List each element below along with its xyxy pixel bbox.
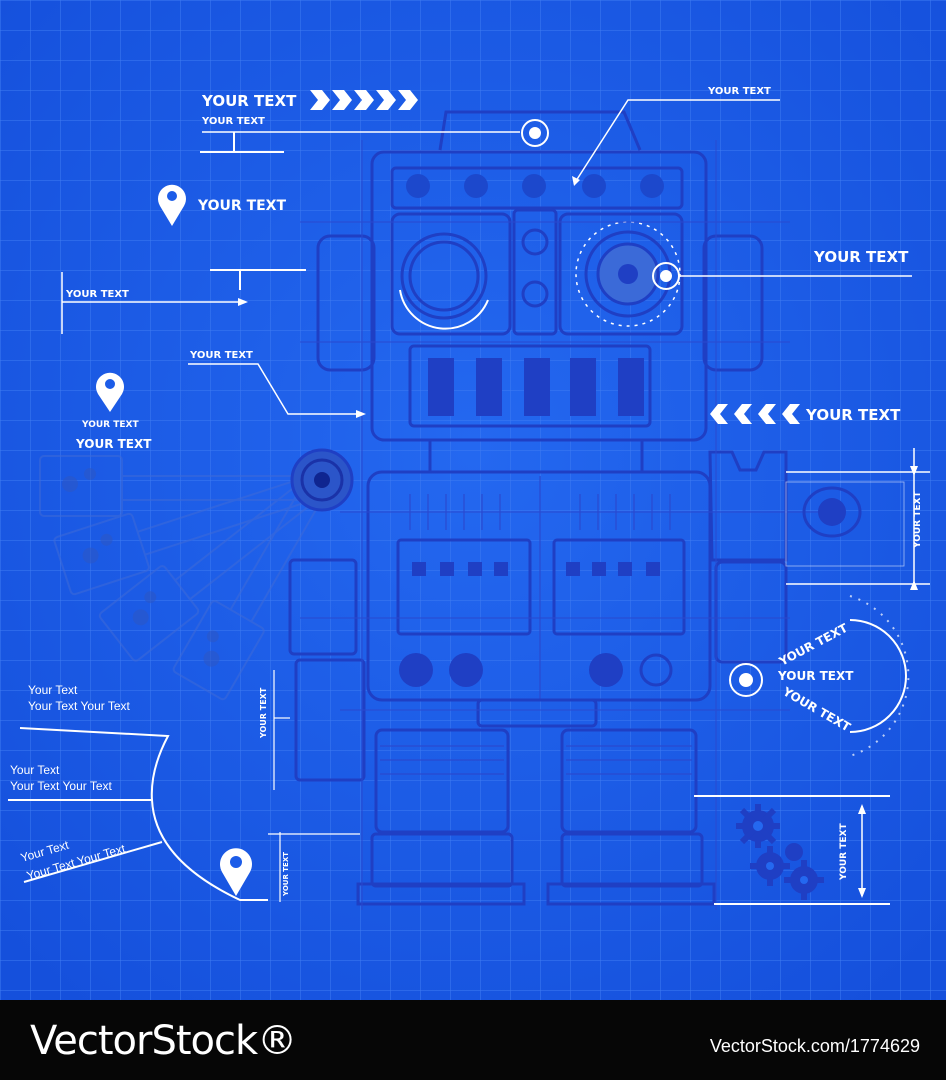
mouth-teeth bbox=[428, 358, 644, 416]
robot-sole-left bbox=[356, 882, 526, 906]
body-panel-right bbox=[552, 538, 686, 636]
body-panel-left bbox=[396, 538, 532, 636]
robot-hips bbox=[476, 698, 598, 728]
eye-dashed-ring bbox=[575, 221, 681, 327]
leader-script-3 bbox=[23, 841, 163, 883]
shoulder-detail-box bbox=[785, 481, 905, 567]
arrowhead-mouth bbox=[356, 410, 366, 418]
robot-forehead-panel bbox=[390, 166, 684, 210]
blueprint-illustration: YOUR TEXT YOUR TEXT YOUR TEXT YOUR TEXT … bbox=[0, 0, 946, 1000]
label-left-small: YOUR TEXT bbox=[65, 289, 129, 300]
map-pin-bottom-icon bbox=[219, 848, 252, 896]
arrowhead-left-small bbox=[238, 298, 248, 306]
script-label-2-line2: Your Text Your Text bbox=[10, 779, 113, 793]
target-eye-icon bbox=[652, 262, 680, 290]
bracket-curve bbox=[19, 727, 268, 901]
label-pin-top: YOUR TEXT bbox=[197, 198, 286, 214]
robot-leg-right bbox=[560, 728, 698, 834]
arm-motion-ghosts bbox=[39, 455, 324, 701]
robot-nose bbox=[512, 208, 558, 336]
construction-lines bbox=[300, 140, 820, 910]
robot-ear-left bbox=[316, 234, 376, 372]
body-buttons bbox=[399, 653, 623, 687]
dial bbox=[729, 595, 910, 757]
watermark-bar: VectorStock® VectorStock.com/1774629 bbox=[0, 1000, 946, 1080]
dimension-bottom-right-arrow-top bbox=[858, 804, 866, 814]
robot-arm-left bbox=[288, 558, 358, 656]
label-dial-2: YOUR TEXT bbox=[777, 669, 854, 683]
watermark-id: VectorStock.com/1774629 bbox=[709, 1036, 920, 1056]
robot-mouth bbox=[408, 344, 652, 428]
chevrons-right-icon bbox=[310, 90, 418, 110]
watermark-logo: VectorStock® bbox=[30, 1018, 297, 1064]
label-top-arrow-sub: YOUR TEXT bbox=[201, 116, 265, 127]
robot-foot-right bbox=[560, 832, 704, 888]
robot-eye-left-inner bbox=[408, 240, 480, 312]
robot-foot-left bbox=[370, 832, 514, 888]
map-pin-mid-icon bbox=[96, 372, 125, 412]
robot-leg-left bbox=[374, 728, 510, 834]
robot-eye-left bbox=[400, 232, 488, 320]
label-right-chevron: YOUR TEXT bbox=[805, 406, 901, 424]
label-pin-mid-1: YOUR TEXT bbox=[81, 420, 139, 430]
label-bottom-pin-vertical: YOUR TEXT bbox=[282, 852, 290, 897]
robot-head-top bbox=[438, 110, 642, 151]
shoulder-detail-gear-icon bbox=[818, 498, 846, 526]
label-top-arrow-title: YOUR TEXT bbox=[201, 92, 297, 110]
shoulder-gear-hub bbox=[314, 472, 330, 488]
script-label-2-line1: Your Text bbox=[10, 763, 60, 777]
nose-light-1 bbox=[521, 228, 549, 256]
arrowhead-top-right bbox=[572, 176, 580, 186]
shoulder-detail-part bbox=[802, 486, 862, 538]
gears-icon bbox=[736, 804, 824, 900]
leader-top-right bbox=[573, 99, 780, 185]
label-right-vertical-top: YOUR TEXT bbox=[913, 491, 923, 549]
target-head-top-dot bbox=[529, 127, 541, 139]
label-right-eye: YOUR TEXT bbox=[813, 248, 909, 266]
label-pin-mid-2: YOUR TEXT bbox=[75, 437, 152, 451]
shoulder-gear-ring bbox=[300, 458, 344, 502]
label-left-arm-vertical: YOUR TEXT bbox=[259, 687, 268, 739]
eye-gear-hub bbox=[618, 264, 638, 284]
dimension-arrow-top bbox=[910, 466, 918, 476]
dimension-arrow-bottom bbox=[910, 580, 918, 590]
label-bottom-right-vertical: YOUR TEXT bbox=[839, 823, 849, 881]
target-eye-dot bbox=[660, 270, 672, 282]
robot-eye-frame-left bbox=[390, 212, 512, 336]
target-dial-icon bbox=[729, 663, 763, 697]
nose-light-2 bbox=[521, 280, 549, 308]
robot-hand-left bbox=[294, 658, 366, 782]
leg-grooves bbox=[380, 745, 692, 775]
body-button-hollow bbox=[639, 653, 673, 687]
map-pin-icon bbox=[158, 184, 187, 226]
robot-head bbox=[370, 150, 708, 442]
label-top-right-small: YOUR TEXT bbox=[707, 86, 771, 97]
target-head-top-icon bbox=[521, 119, 549, 147]
forehead-lights bbox=[406, 174, 664, 198]
robot-eye-frame-right bbox=[558, 212, 684, 336]
script-label-1-line1: Your Text bbox=[28, 683, 78, 697]
body-panel-squares bbox=[412, 562, 660, 576]
robot-sole-right bbox=[546, 882, 716, 906]
eye-highlight-arc bbox=[399, 289, 489, 330]
label-mouth-pointer: YOUR TEXT bbox=[189, 350, 253, 361]
dimension-bottom-right-arrow-bottom bbox=[858, 888, 866, 898]
target-dial-dot bbox=[739, 673, 753, 687]
arm-ghost-2 bbox=[53, 478, 307, 596]
robot-arm-right-shoulder bbox=[708, 450, 788, 562]
arm-ghost-3 bbox=[98, 482, 316, 662]
chevrons-left-icon bbox=[710, 404, 800, 424]
robot bbox=[288, 110, 820, 910]
arm-ghost-1 bbox=[39, 455, 300, 517]
arm-ghost-4 bbox=[172, 486, 324, 701]
robot-ear-right bbox=[702, 234, 764, 372]
script-label-1-line2: Your Text Your Text bbox=[28, 699, 131, 713]
leader-mouth bbox=[188, 363, 362, 415]
